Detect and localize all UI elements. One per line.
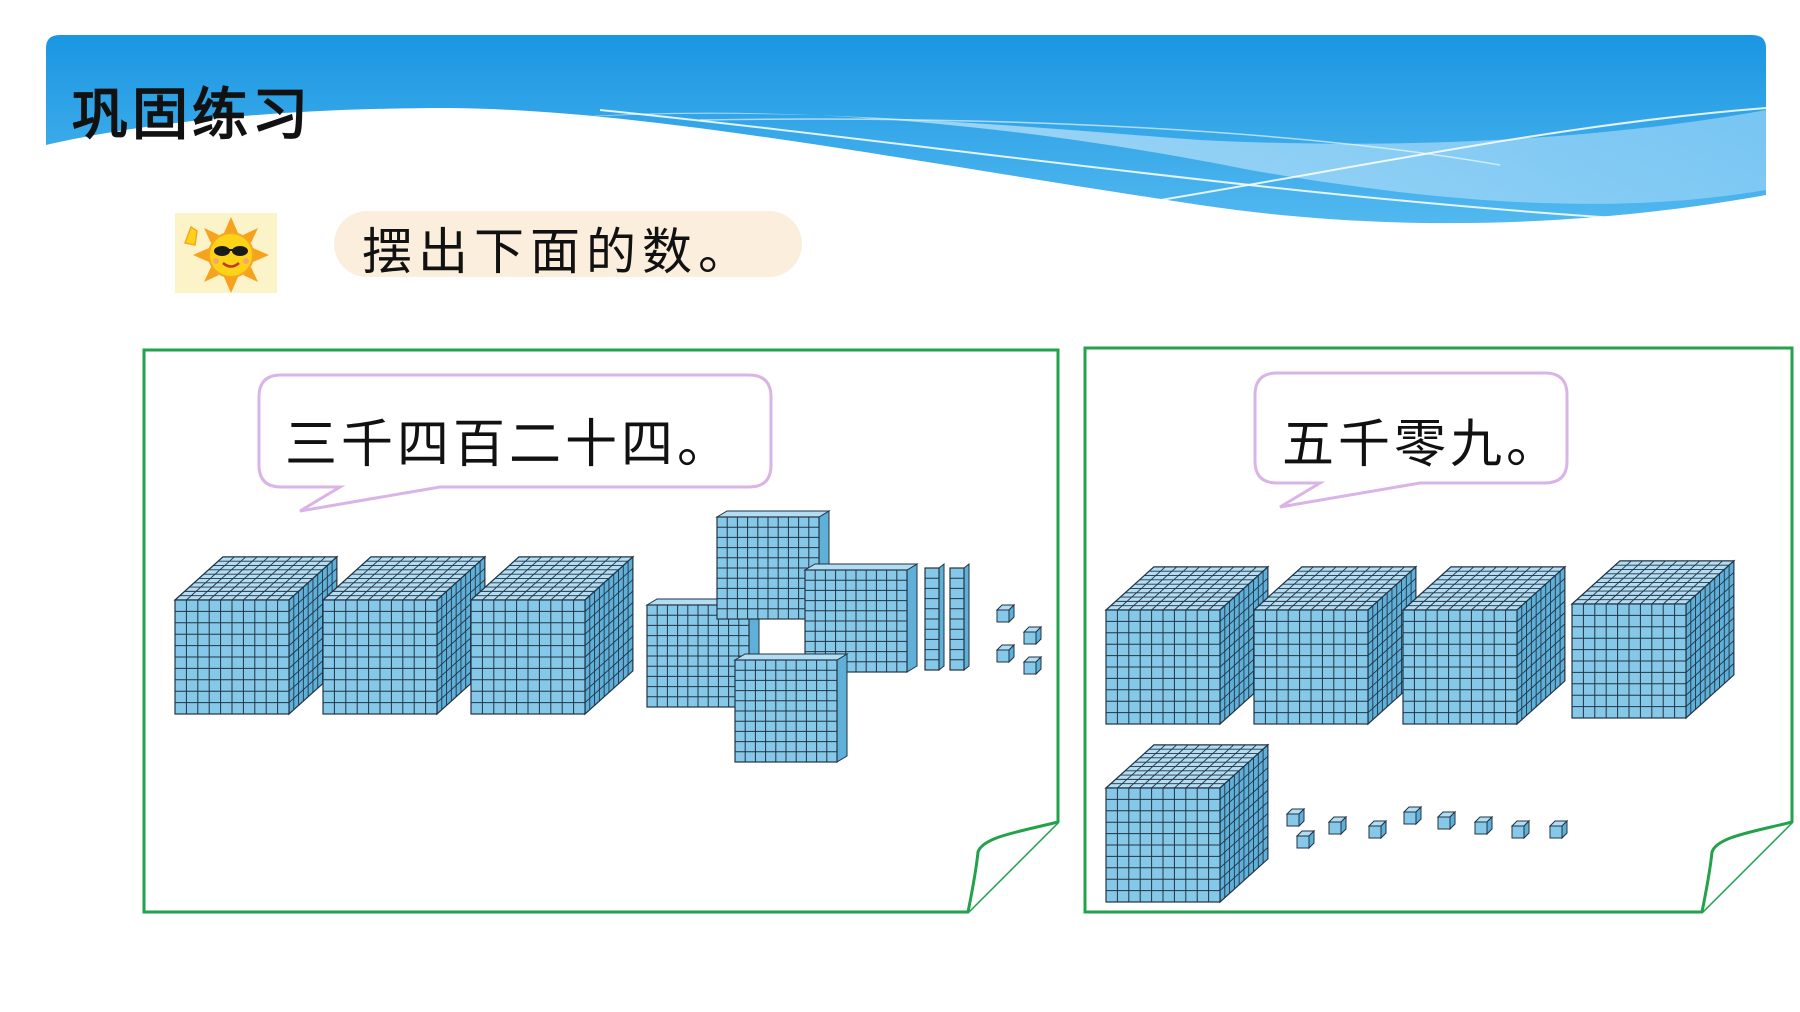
one-cube [995, 603, 1016, 624]
thousand-block [1104, 565, 1270, 726]
page-title: 巩固练习 [72, 83, 312, 148]
ten-rod [949, 562, 970, 672]
one-cube [1473, 815, 1494, 836]
thousand-block [1401, 565, 1567, 726]
thousand-block [1570, 559, 1736, 720]
sun-with-sunglasses-icon [175, 213, 277, 293]
one-cube [1285, 807, 1306, 828]
one-cube [1327, 815, 1348, 836]
one-cube [1367, 819, 1388, 840]
one-cube [1295, 829, 1316, 850]
thousand-block [321, 555, 487, 716]
thousand-block [469, 555, 635, 716]
one-cube [1402, 805, 1423, 826]
one-cube [1022, 655, 1043, 676]
panel-2-fold [1700, 820, 1793, 913]
speech-bubble-text-2: 五千零九。 [1282, 415, 1563, 475]
one-cube [995, 643, 1016, 664]
one-cube [1548, 819, 1569, 840]
hundred-flat [733, 653, 849, 763]
one-cube [1436, 810, 1457, 831]
speech-bubble-2 [1253, 371, 1569, 509]
thousand-block [1104, 743, 1270, 904]
one-cube [1022, 625, 1043, 646]
speech-bubble-text-1: 三千四百二十四。 [285, 415, 734, 475]
instruction-pill [334, 211, 802, 277]
ten-rod [924, 562, 945, 672]
panel-1-fold [966, 820, 1059, 913]
header-banner [46, 35, 1767, 224]
thousand-block [173, 555, 339, 716]
instruction-text: 摆出下面的数。 [362, 223, 754, 281]
one-cube [1510, 819, 1531, 840]
speech-bubble-1 [257, 373, 773, 513]
thousand-block [1252, 565, 1418, 726]
